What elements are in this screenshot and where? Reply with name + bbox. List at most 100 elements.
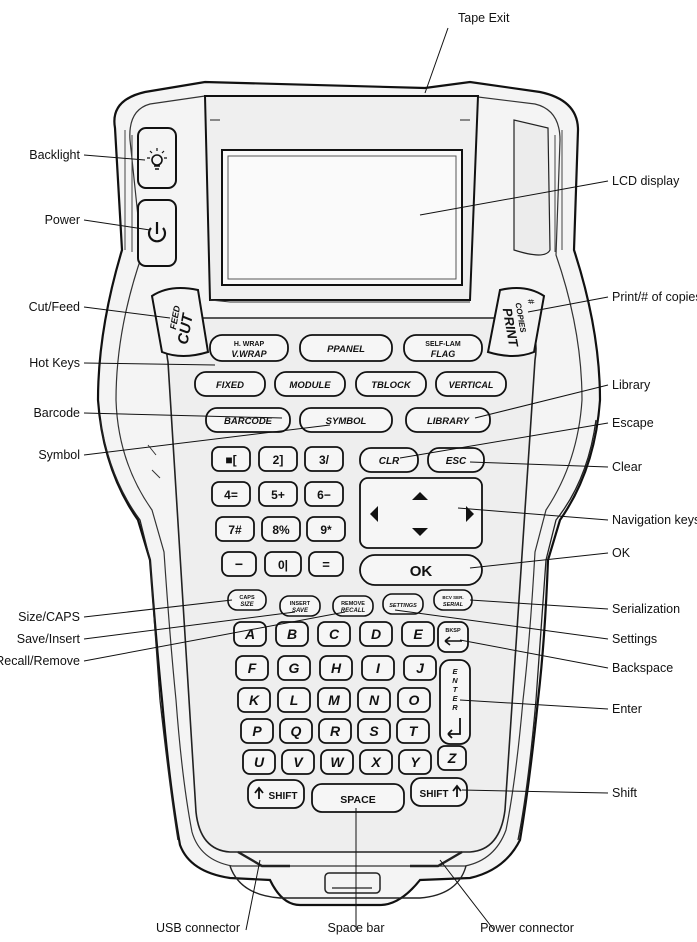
clr-label: CLR [379, 456, 400, 467]
lcd-housing [203, 95, 480, 303]
print-label: PRINT [500, 307, 522, 349]
key-j[interactable]: J [403, 655, 437, 681]
key-s[interactable]: S [357, 718, 391, 744]
selflam-label: SELF-LAM [425, 341, 461, 348]
recall-remove-key[interactable]: REMOVE RECALL [332, 595, 374, 617]
key-1-label: ■[ [225, 453, 236, 467]
key-equals[interactable]: = [308, 551, 344, 577]
shift-right-key[interactable]: SHIFT [410, 777, 468, 807]
shift-left-label: SHIFT [269, 791, 298, 802]
key-7[interactable]: 7# [215, 516, 255, 542]
space-bar[interactable]: SPACE [311, 783, 405, 813]
key-9[interactable]: 9* [306, 516, 346, 542]
key-8[interactable]: 8% [261, 516, 301, 542]
hot-key-ppanel[interactable]: PPANEL [299, 334, 393, 362]
key-v[interactable]: V [281, 749, 315, 775]
key-w-label: W [330, 754, 345, 770]
hot-key-module[interactable]: MODULE [274, 371, 346, 397]
callout-backspace: Backspace [612, 661, 673, 675]
serialization-key[interactable]: BCV SER. SERIAL [433, 589, 473, 611]
settings-key[interactable]: SETTINGS [382, 593, 424, 615]
key-1[interactable]: ■[ [211, 446, 251, 472]
print-copies-button[interactable]: # COPIES PRINT [486, 287, 546, 357]
power-button[interactable] [137, 199, 177, 267]
key-d[interactable]: D [359, 621, 393, 647]
key-b-label: B [287, 626, 297, 642]
callout-space-bar: Space bar [328, 921, 385, 935]
key-minus[interactable]: − [221, 551, 257, 577]
settings-label: SETTINGS [389, 603, 417, 609]
key-a[interactable]: A [233, 621, 267, 647]
key-b[interactable]: B [275, 621, 309, 647]
key-k[interactable]: K [237, 687, 271, 713]
callout-hot-keys: Hot Keys [29, 356, 80, 370]
backspace-key[interactable]: BKSP [437, 621, 469, 653]
key-t[interactable]: T [396, 718, 430, 744]
key-2[interactable]: 2] [258, 446, 298, 472]
callout-save-insert: Save/Insert [17, 632, 81, 646]
key-q[interactable]: Q [279, 718, 313, 744]
key-o[interactable]: O [397, 687, 431, 713]
callout-print-copies: Print/# of copies [612, 290, 697, 304]
backlight-button[interactable] [137, 127, 177, 189]
key-0[interactable]: 0| [264, 551, 302, 577]
ok-key[interactable]: OK [359, 554, 483, 586]
key-h[interactable]: H [319, 655, 353, 681]
key-p[interactable]: P [240, 718, 274, 744]
key-c[interactable]: C [317, 621, 351, 647]
key-4[interactable]: 4= [211, 481, 251, 507]
remove-label: REMOVE [341, 601, 365, 607]
cut-feed-button[interactable]: FEED CUT [150, 287, 210, 357]
key-3[interactable]: 3/ [304, 446, 344, 472]
key-6[interactable]: 6− [304, 481, 344, 507]
size-caps-key[interactable]: CAPS SIZE [227, 589, 267, 611]
key-z[interactable]: Z [437, 745, 467, 771]
key-y[interactable]: Y [398, 749, 432, 775]
key-n[interactable]: N [357, 687, 391, 713]
key-minus-label: − [235, 556, 243, 572]
enter-letter: E [452, 694, 458, 703]
key-g[interactable]: G [277, 655, 311, 681]
barcode-key[interactable]: BARCODE [205, 407, 291, 433]
callout-recall-remove: Recall/Remove [0, 654, 80, 668]
navigation-keys[interactable] [359, 477, 483, 549]
recall-label: RECALL [341, 608, 366, 614]
key-w[interactable]: W [320, 749, 354, 775]
hot-key-fixed[interactable]: FIXED [194, 371, 266, 397]
save-label: SAVE [292, 608, 309, 614]
hot-key-tblock[interactable]: TBLOCK [355, 371, 427, 397]
clr-key[interactable]: CLR [359, 447, 419, 473]
key-x[interactable]: X [359, 749, 393, 775]
key-3-label: 3/ [319, 453, 330, 467]
key-i[interactable]: I [361, 655, 395, 681]
enter-letter: N [452, 676, 458, 685]
key-r[interactable]: R [318, 718, 352, 744]
key-l[interactable]: L [277, 687, 311, 713]
module-label: MODULE [289, 380, 331, 391]
key-a-label: A [244, 626, 255, 642]
library-key[interactable]: LIBRARY [405, 407, 491, 433]
key-p-label: P [252, 723, 262, 739]
insert-label: INSERT [290, 601, 311, 607]
key-n-label: N [369, 692, 380, 708]
callout-navigation-keys: Navigation keys [612, 513, 697, 527]
esc-key[interactable]: ESC [427, 447, 485, 473]
hot-key-selflam-flag[interactable]: SELF-LAM FLAG [403, 334, 483, 362]
key-equals-label: = [322, 557, 330, 572]
save-insert-key[interactable]: INSERT SAVE [279, 595, 321, 617]
lcd-screen [221, 149, 463, 286]
hot-key-hwrap[interactable]: H. WRAP V.WRAP [209, 334, 289, 362]
key-5[interactable]: 5+ [258, 481, 298, 507]
shift-right-label: SHIFT [420, 789, 449, 800]
shift-left-key[interactable]: SHIFT [247, 779, 305, 809]
key-m[interactable]: M [317, 687, 351, 713]
power-icon [147, 222, 167, 243]
hot-key-vertical[interactable]: VERTICAL [435, 371, 507, 397]
key-f[interactable]: F [235, 655, 269, 681]
symbol-key[interactable]: SYMBOL [299, 407, 393, 433]
key-u[interactable]: U [242, 749, 276, 775]
library-label: LIBRARY [427, 416, 471, 427]
key-2-label: 2] [273, 453, 284, 467]
key-e[interactable]: E [401, 621, 435, 647]
